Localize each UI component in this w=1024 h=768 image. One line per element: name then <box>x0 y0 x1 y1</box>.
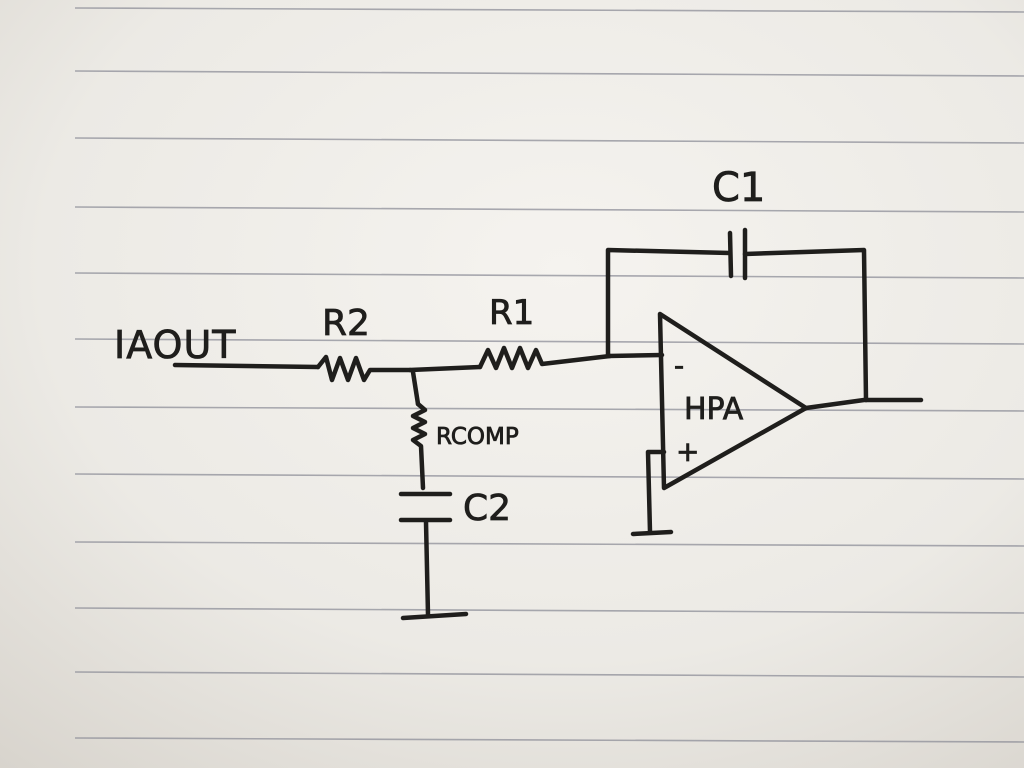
rule-line <box>74 7 1024 13</box>
label-r2: R2 <box>322 303 370 344</box>
wire-noninverting-to-ground <box>645 449 667 535</box>
label-noninverting-input: + <box>676 435 699 468</box>
label-input-iaout: IAOUT <box>114 323 236 367</box>
label-c1: C1 <box>712 165 765 211</box>
input-wire <box>172 362 321 370</box>
wire-c2-to-ground <box>423 519 431 618</box>
rule-line <box>74 607 1024 614</box>
capacitor-c1-left-plate <box>727 230 734 279</box>
rule-line <box>74 206 1024 213</box>
wire-node-to-r1 <box>407 364 483 373</box>
rule-line <box>74 671 1024 678</box>
ruled-lines <box>74 7 1024 743</box>
ground-symbol <box>400 611 469 621</box>
wire-node-down <box>410 369 421 407</box>
output-wire <box>803 397 924 411</box>
label-rcomp: RCOMP <box>436 424 519 450</box>
label-opamp-hpa: HPA <box>684 392 744 427</box>
rule-line <box>74 406 1024 412</box>
rule-line <box>74 737 1024 743</box>
rule-line <box>74 541 1024 547</box>
opamp-hpa-symbol <box>657 311 809 491</box>
label-inverting-input: - <box>674 349 684 382</box>
label-c2: C2 <box>463 488 511 529</box>
rule-line <box>74 70 1024 77</box>
resistor-rcomp <box>410 401 428 491</box>
resistor-r2 <box>315 354 413 383</box>
ground-symbol-opamp <box>630 529 674 537</box>
wire-feedback-left <box>605 247 733 359</box>
wire-to-inverting-input <box>605 352 665 359</box>
rule-line <box>74 473 1024 480</box>
resistor-r1 <box>477 345 613 371</box>
label-r1: R1 <box>489 293 534 333</box>
wire-feedback-right <box>742 247 869 403</box>
rule-line <box>74 137 1024 144</box>
